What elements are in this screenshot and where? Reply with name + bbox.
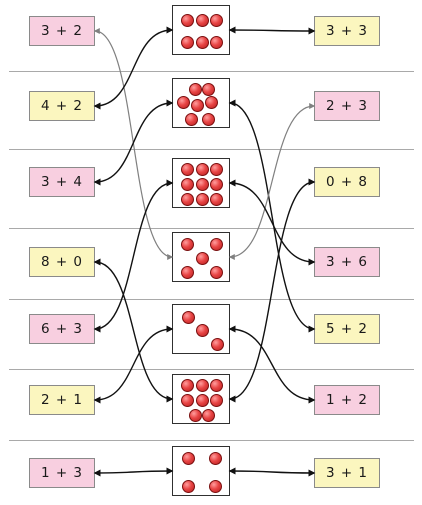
counting-dot [210, 13, 223, 27]
counting-dot [202, 112, 216, 126]
dot-count-box[interactable] [172, 78, 230, 128]
counting-dot [195, 35, 209, 49]
expression-card-right[interactable]: 0 + 8 [314, 167, 380, 197]
match-arrow [93, 99, 174, 186]
row-divider [9, 149, 414, 150]
counting-dot [210, 393, 223, 407]
dot-count-box[interactable] [172, 158, 230, 208]
dot-count-box[interactable] [172, 304, 230, 354]
counting-dot [181, 13, 194, 27]
expression-card-left[interactable]: 1 + 3 [29, 458, 95, 488]
match-arrow [228, 467, 316, 477]
match-arrow [228, 325, 316, 404]
match-arrow [228, 26, 316, 35]
counting-dot [195, 251, 209, 265]
counting-dot [210, 35, 223, 49]
counting-dot [210, 177, 223, 191]
counting-dot [188, 408, 202, 422]
match-arrow [228, 179, 316, 266]
counting-dot [195, 177, 209, 191]
counting-dot [210, 192, 223, 206]
match-arrow [93, 325, 174, 404]
counting-dot [182, 451, 196, 465]
expression-card-left[interactable]: 6 + 3 [29, 314, 95, 344]
counting-dot [185, 112, 199, 126]
match-arrow [93, 467, 174, 477]
dot-count-box[interactable] [172, 446, 230, 496]
counting-dot [195, 393, 209, 407]
match-arrow [228, 103, 316, 260]
counting-dot [195, 13, 209, 27]
row-divider [9, 369, 414, 370]
counting-dot [195, 192, 209, 206]
counting-dot [176, 96, 190, 109]
counting-dot [208, 451, 222, 465]
counting-dot [210, 162, 223, 176]
row-divider [9, 299, 414, 300]
counting-dot [182, 311, 196, 324]
counting-dot [195, 378, 209, 392]
counting-dot [181, 237, 194, 251]
counting-dot [190, 98, 204, 112]
match-arrow [93, 179, 174, 333]
counting-dot [182, 479, 196, 493]
counting-dot [181, 162, 194, 176]
counting-dot [211, 337, 225, 351]
counting-dot [202, 408, 216, 422]
counting-dot [195, 162, 209, 176]
match-arrow [228, 99, 316, 333]
counting-dot [204, 96, 218, 109]
counting-dot [210, 237, 223, 251]
counting-dot [181, 265, 194, 279]
counting-dot [181, 378, 194, 392]
dot-count-box[interactable] [172, 374, 230, 424]
dot-count-box[interactable] [172, 232, 230, 282]
dot-count-box[interactable] [172, 5, 230, 55]
counting-dot [188, 82, 202, 96]
counting-dot [195, 323, 209, 337]
expression-card-right[interactable]: 3 + 6 [314, 247, 380, 277]
counting-dot [208, 479, 222, 493]
expression-card-right[interactable]: 3 + 3 [314, 16, 380, 46]
row-divider [9, 71, 414, 72]
counting-dot [202, 82, 216, 96]
expression-card-left[interactable]: 8 + 0 [29, 247, 95, 277]
row-divider [9, 228, 414, 229]
counting-dot [210, 378, 223, 392]
counting-dot [210, 265, 223, 279]
expression-card-left[interactable]: 2 + 1 [29, 385, 95, 415]
row-divider [9, 440, 414, 441]
counting-dot [181, 177, 194, 191]
expression-card-right[interactable]: 1 + 2 [314, 385, 380, 415]
counting-dot [181, 35, 194, 49]
counting-dot [181, 192, 194, 206]
match-arrow [93, 26, 174, 110]
counting-dot [181, 393, 194, 407]
expression-card-left[interactable]: 4 + 2 [29, 91, 95, 121]
expression-card-right[interactable]: 2 + 3 [314, 91, 380, 121]
